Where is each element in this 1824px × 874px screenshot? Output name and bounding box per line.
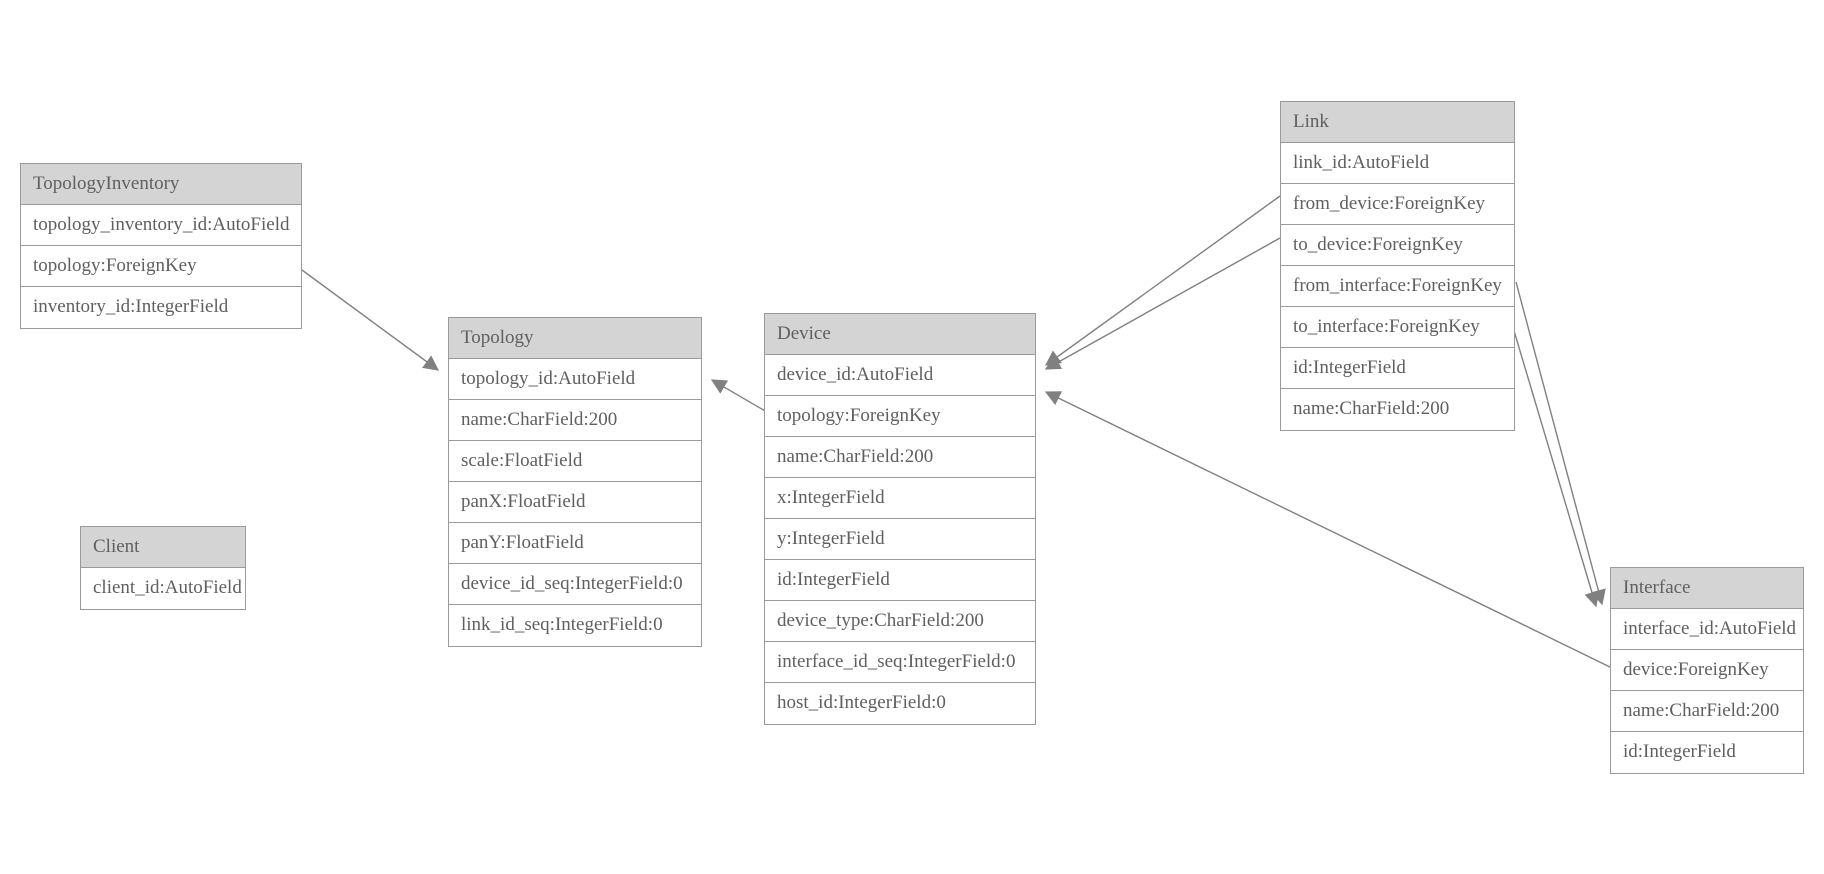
edge-link-frominterface-interface — [1515, 281, 1606, 606]
edge-link-todevice-device — [1044, 237, 1281, 370]
field-row: topology_id:AutoField — [449, 359, 701, 400]
field-row: name:CharField:200 — [1611, 691, 1803, 732]
field-row: device:ForeignKey — [1611, 650, 1803, 691]
field-row: panY:FloatField — [449, 523, 701, 564]
field-row: inventory_id:IntegerField — [21, 287, 301, 328]
field-row: from_interface:ForeignKey — [1281, 266, 1514, 307]
entity-title-link: Link — [1281, 102, 1514, 143]
entity-link[interactable]: Link link_id:AutoField from_device:Forei… — [1280, 101, 1515, 431]
edge-interface-device-device — [1044, 391, 1613, 669]
entity-title-topology: Topology — [449, 318, 701, 359]
field-row: device_type:CharField:200 — [765, 601, 1035, 642]
field-row: panX:FloatField — [449, 482, 701, 523]
entity-title-client: Client — [81, 527, 245, 568]
field-row: interface_id:AutoField — [1611, 609, 1803, 650]
entity-interface[interactable]: Interface interface_id:AutoField device:… — [1610, 567, 1804, 774]
field-row: x:IntegerField — [765, 478, 1035, 519]
field-row: id:IntegerField — [765, 560, 1035, 601]
entity-client[interactable]: Client client_id:AutoField — [80, 526, 246, 610]
edge-link-fromdevice-device — [1044, 195, 1281, 366]
field-row: id:IntegerField — [1611, 732, 1803, 773]
field-row: from_device:ForeignKey — [1281, 184, 1514, 225]
field-row: scale:FloatField — [449, 441, 701, 482]
field-row: to_device:ForeignKey — [1281, 225, 1514, 266]
entity-title-topology-inventory: TopologyInventory — [21, 164, 301, 205]
field-row: name:CharField:200 — [449, 400, 701, 441]
field-row: topology_inventory_id:AutoField — [21, 205, 301, 246]
edge-link-tointerface-interface — [1511, 323, 1600, 608]
field-row: name:CharField:200 — [765, 437, 1035, 478]
field-row: topology:ForeignKey — [765, 396, 1035, 437]
field-row: link_id_seq:IntegerField:0 — [449, 605, 701, 646]
field-row: id:IntegerField — [1281, 348, 1514, 389]
field-row: host_id:IntegerField:0 — [765, 683, 1035, 724]
field-row: device_id_seq:IntegerField:0 — [449, 564, 701, 605]
edge-topologyinventory-topology — [301, 269, 440, 371]
entity-device[interactable]: Device device_id:AutoField topology:Fore… — [764, 313, 1036, 725]
entity-title-device: Device — [765, 314, 1035, 355]
field-row: device_id:AutoField — [765, 355, 1035, 396]
field-row: y:IntegerField — [765, 519, 1035, 560]
field-row: name:CharField:200 — [1281, 389, 1514, 430]
field-row: topology:ForeignKey — [21, 246, 301, 287]
entity-title-interface: Interface — [1611, 568, 1803, 609]
field-row: client_id:AutoField — [81, 568, 245, 609]
field-row: interface_id_seq:IntegerField:0 — [765, 642, 1035, 683]
field-row: to_interface:ForeignKey — [1281, 307, 1514, 348]
entity-topology-inventory[interactable]: TopologyInventory topology_inventory_id:… — [20, 163, 302, 329]
edge-device-topology — [710, 379, 773, 416]
entity-topology[interactable]: Topology topology_id:AutoField name:Char… — [448, 317, 702, 647]
field-row: link_id:AutoField — [1281, 143, 1514, 184]
